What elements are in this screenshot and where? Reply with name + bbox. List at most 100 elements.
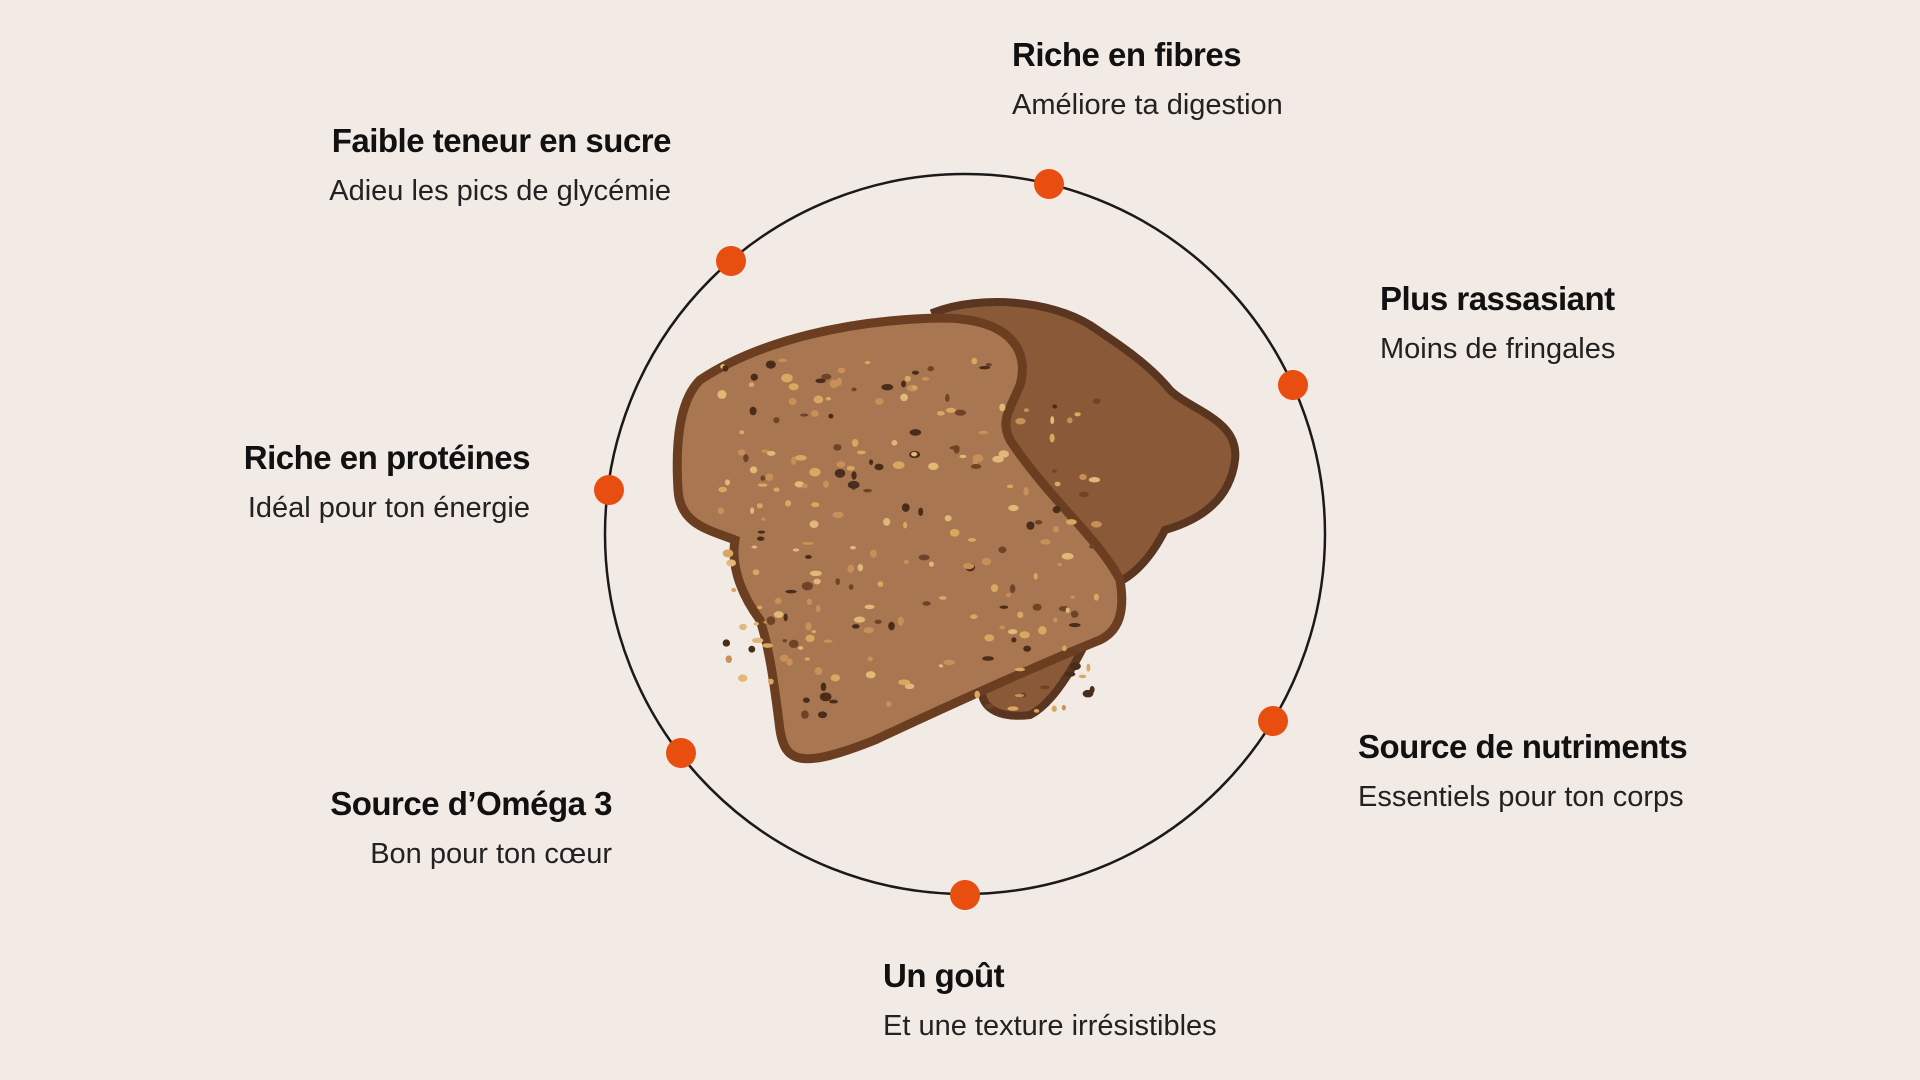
bread-crumb bbox=[801, 581, 813, 591]
bread-crumb bbox=[1089, 544, 1097, 549]
bread-crumb bbox=[1089, 686, 1095, 694]
bread-crumb bbox=[981, 557, 992, 566]
bread-crumb bbox=[1070, 610, 1079, 618]
bread-crumb bbox=[853, 616, 866, 623]
bread-crumb bbox=[761, 517, 766, 521]
marker-dot-proteines bbox=[594, 475, 624, 505]
feature-omega: Source d’Oméga 3 Bon pour ton cœur bbox=[330, 784, 612, 874]
bread-crumb bbox=[978, 430, 989, 435]
bread-crumb bbox=[912, 385, 917, 390]
bread-crumb bbox=[846, 465, 855, 471]
bread-crumb bbox=[792, 548, 800, 552]
bread-crumb bbox=[722, 549, 734, 558]
feature-proteines: Riche en protéines Idéal pour ton énergi… bbox=[244, 438, 531, 528]
feature-title: Source de nutriments bbox=[1358, 728, 1688, 765]
bread-crumb bbox=[761, 449, 770, 454]
bread-crumb bbox=[813, 395, 824, 404]
bread-crumb bbox=[851, 471, 857, 480]
bread-crumb bbox=[1005, 592, 1011, 598]
bread-crumb bbox=[833, 444, 842, 451]
bread-crumb bbox=[837, 367, 846, 374]
bread-crumb bbox=[1062, 645, 1067, 652]
bread-crumb bbox=[785, 589, 797, 594]
bread-crumb bbox=[1079, 473, 1087, 480]
bread-crumb bbox=[809, 570, 822, 577]
bread-crumb bbox=[757, 536, 765, 541]
bread-crumb bbox=[998, 546, 1007, 554]
feature-subtitle: Bon pour ton cœur bbox=[370, 838, 612, 870]
bread-crumb bbox=[805, 634, 815, 643]
bread-crumb bbox=[1090, 520, 1102, 528]
bread-crumb bbox=[805, 622, 812, 631]
bread-crumb bbox=[970, 614, 978, 619]
bread-crumb bbox=[811, 502, 820, 508]
feature-title: Un goût bbox=[883, 957, 1005, 994]
bread-crumb bbox=[717, 507, 725, 515]
bread-crumb bbox=[751, 545, 758, 549]
bread-crumb bbox=[891, 440, 898, 446]
bread-crumb bbox=[954, 409, 967, 416]
bread-crumb bbox=[943, 659, 955, 666]
bread-crumb bbox=[1052, 469, 1057, 473]
bread-crumb bbox=[1061, 552, 1074, 560]
bread-crumb bbox=[881, 383, 894, 391]
bread-crumb bbox=[778, 358, 788, 363]
bread-crumb bbox=[739, 430, 745, 435]
bread-crumb bbox=[1054, 481, 1061, 487]
bread-crumb bbox=[1023, 408, 1030, 413]
bread-crumb bbox=[814, 667, 823, 676]
bread-crumb bbox=[835, 578, 840, 585]
bread-crumb bbox=[801, 710, 809, 719]
feature-subtitle: Essentiels pour ton corps bbox=[1358, 781, 1684, 813]
bread-crumb bbox=[874, 619, 882, 624]
bread-crumb bbox=[848, 584, 854, 590]
bread-crumb bbox=[927, 366, 935, 372]
bread-crumb bbox=[1053, 526, 1059, 533]
bread-crumb bbox=[972, 454, 984, 463]
bread-crumb bbox=[788, 639, 799, 649]
bread-crumb bbox=[800, 413, 809, 417]
bread-crumb bbox=[753, 621, 759, 626]
bread-crumb bbox=[765, 473, 774, 481]
bread-crumb bbox=[1052, 506, 1061, 514]
bread-crumb bbox=[1050, 416, 1055, 425]
bread-crumb bbox=[1068, 622, 1081, 628]
bread-crumb bbox=[724, 479, 731, 486]
bread-crumb bbox=[877, 581, 884, 587]
bread-crumb bbox=[798, 646, 804, 650]
bread-crumb bbox=[1011, 637, 1017, 643]
bread-crumb bbox=[836, 461, 846, 468]
bread-crumb bbox=[911, 370, 920, 375]
marker-dot-omega bbox=[666, 738, 696, 768]
bread-crumb bbox=[901, 380, 907, 388]
bread-crumb bbox=[888, 621, 895, 631]
bread-crumb bbox=[847, 564, 855, 573]
bread-crumb bbox=[757, 605, 763, 610]
bread-crumb bbox=[883, 517, 891, 526]
bread-crumb bbox=[757, 530, 766, 534]
bread-crumb bbox=[1078, 674, 1087, 679]
bread-crumb bbox=[804, 657, 811, 661]
bread-crumb bbox=[851, 624, 860, 629]
bread-crumb bbox=[959, 454, 967, 459]
bread-crumb bbox=[985, 362, 992, 367]
bread-crumb bbox=[1008, 504, 1019, 512]
bread-crumb bbox=[788, 398, 797, 405]
bread-crumb bbox=[903, 559, 909, 565]
bread-crumb bbox=[1088, 477, 1101, 483]
bread-crumb bbox=[834, 468, 846, 478]
bread-crumb bbox=[748, 382, 755, 388]
bread-crumb bbox=[938, 664, 944, 668]
bread-crumb bbox=[886, 701, 892, 707]
bread-crumb bbox=[847, 480, 860, 489]
bread-crumb bbox=[757, 483, 768, 487]
bread-crumb bbox=[809, 520, 819, 528]
bread-crumb bbox=[815, 604, 821, 613]
bread-crumb bbox=[999, 605, 1009, 609]
bread-crumb bbox=[749, 466, 758, 474]
bread-crumb bbox=[832, 511, 844, 519]
bread-crumb bbox=[765, 360, 776, 369]
bread-crumb bbox=[1074, 412, 1081, 417]
bread-crumb bbox=[783, 613, 788, 622]
bread-crumb bbox=[851, 439, 859, 447]
